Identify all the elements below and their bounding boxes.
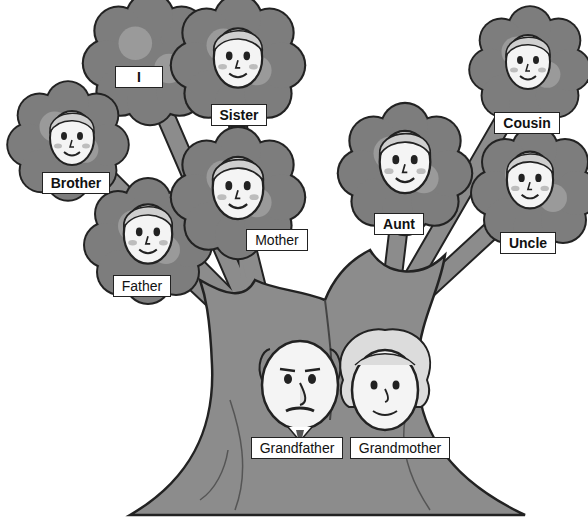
name-label: I <box>115 66 163 88</box>
name-label: Sister <box>211 104 268 126</box>
label-text: Father <box>122 277 162 295</box>
name-label: Grandmother <box>350 437 450 459</box>
name-label: Mother <box>246 229 308 251</box>
name-label: Grandfather <box>251 437 344 459</box>
label-text: Grandmother <box>359 439 441 457</box>
name-label: Father <box>113 275 171 297</box>
label-text: Mother <box>255 231 299 249</box>
label-text: Brother <box>51 174 102 192</box>
label-text: Sister <box>220 106 259 124</box>
label-text: Grandfather <box>260 439 335 457</box>
label-text: Uncle <box>509 234 547 252</box>
name-label: Uncle <box>500 232 556 254</box>
name-label: Cousin <box>494 112 559 134</box>
name-label: Brother <box>42 172 111 194</box>
label-text: Cousin <box>503 114 550 132</box>
label-text: I <box>124 68 154 86</box>
name-label: Aunt <box>374 213 424 235</box>
label-text: Aunt <box>383 215 415 233</box>
